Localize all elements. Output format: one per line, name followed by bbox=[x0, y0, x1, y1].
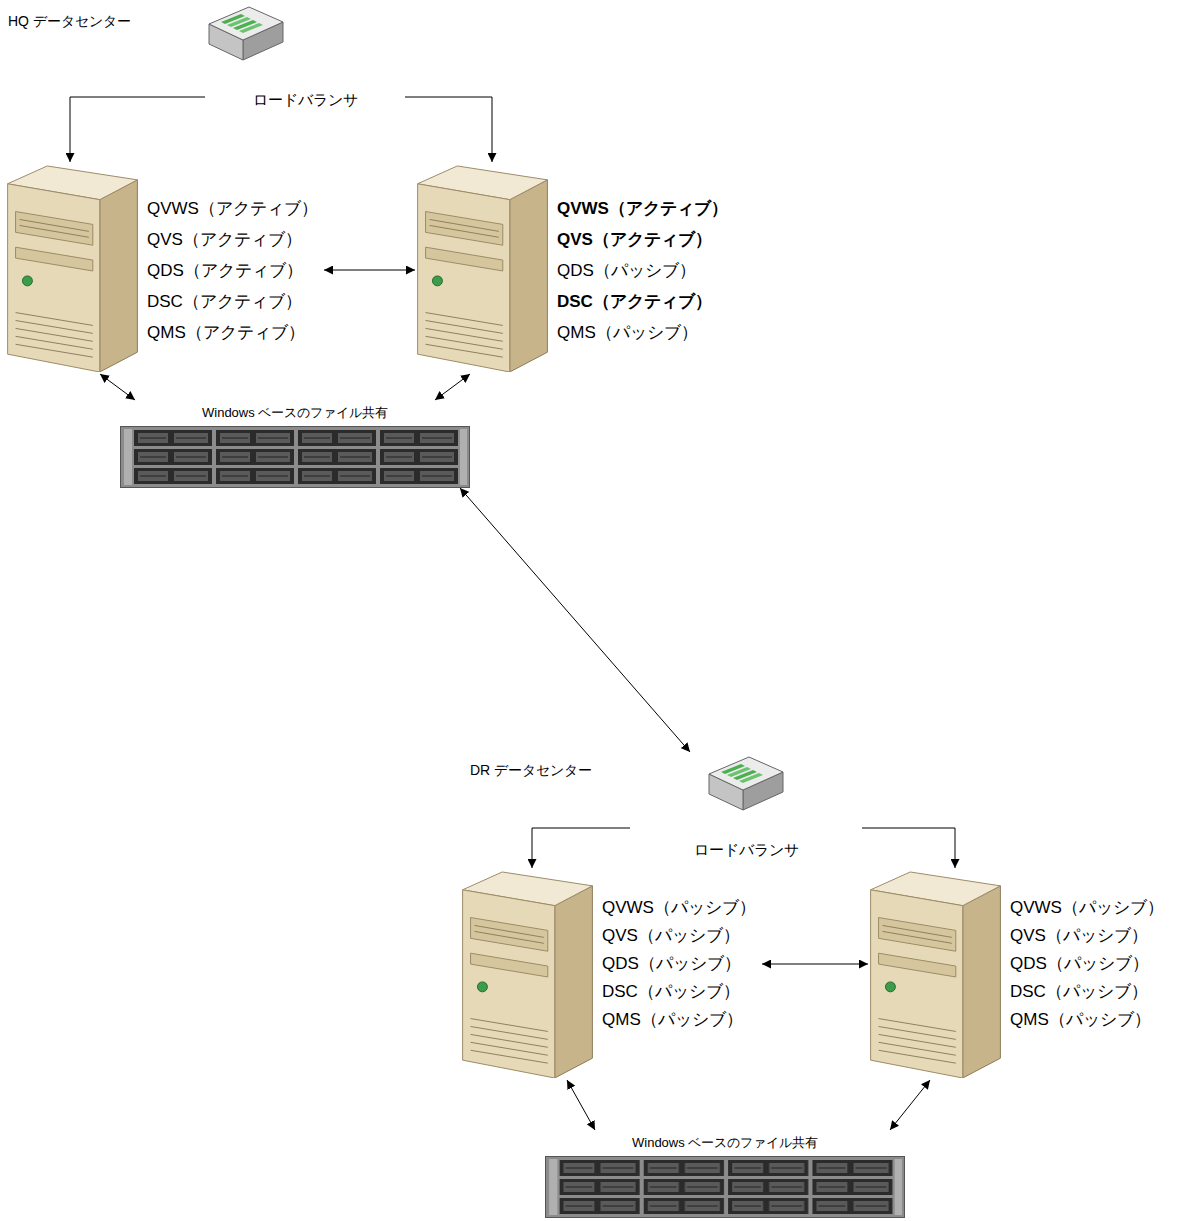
service-status: QDS（パッシブ） bbox=[602, 950, 756, 978]
service-status: QVWS（パッシブ） bbox=[602, 894, 756, 922]
connector bbox=[324, 270, 415, 271]
service-status: QVS（アクティブ） bbox=[557, 224, 728, 255]
site-label: HQ データセンター bbox=[8, 13, 131, 31]
service-status: QVS（パッシブ） bbox=[602, 922, 756, 950]
connector bbox=[762, 964, 868, 965]
service-status: QDS（パッシブ） bbox=[1010, 950, 1164, 978]
server: QVWS（パッシブ）QVS（パッシブ）QDS（パッシブ）DSC（パッシブ）QMS… bbox=[868, 868, 1170, 1080]
service-status: DSC（アクティブ） bbox=[147, 286, 318, 317]
load-balancer: ロードバランサ bbox=[205, 2, 405, 117]
server: QVWS（アクティブ）QVS（アクティブ）QDS（パッシブ）DSC（アクティブ）… bbox=[415, 162, 734, 374]
site-label: DR データセンター bbox=[470, 762, 592, 780]
file-share: Windows ベースのファイル共有 bbox=[545, 1130, 905, 1218]
service-status: QMS（パッシブ） bbox=[1010, 1006, 1164, 1034]
service-status: DSC（パッシブ） bbox=[602, 978, 756, 1006]
load-balancer: ロードバランサ bbox=[630, 752, 862, 867]
server: QVWS（パッシブ）QVS（パッシブ）QDS（パッシブ）DSC（パッシブ）QMS… bbox=[460, 868, 762, 1080]
connector bbox=[890, 1080, 930, 1130]
connector bbox=[405, 97, 492, 162]
connector bbox=[460, 488, 690, 752]
service-status: QVWS（パッシブ） bbox=[1010, 894, 1164, 922]
service-status: DSC（アクティブ） bbox=[557, 286, 728, 317]
server-icon bbox=[5, 164, 140, 372]
server-icon bbox=[868, 870, 1003, 1078]
node-label: ロードバランサ bbox=[694, 840, 799, 860]
node-label: Windows ベースのファイル共有 bbox=[632, 1134, 818, 1152]
service-status: QVWS（アクティブ） bbox=[147, 193, 318, 224]
service-status: QVS（アクティブ） bbox=[147, 224, 318, 255]
connector bbox=[862, 828, 955, 868]
connector bbox=[435, 374, 470, 400]
storage-icon bbox=[545, 1156, 905, 1218]
service-status: QVS（パッシブ） bbox=[1010, 922, 1164, 950]
service-status: DSC（パッシブ） bbox=[1010, 978, 1164, 1006]
node-label: ロードバランサ bbox=[253, 90, 358, 110]
server-icon bbox=[415, 164, 550, 372]
server-icon bbox=[460, 870, 595, 1078]
connector bbox=[70, 97, 205, 162]
connector bbox=[100, 374, 135, 400]
service-status: QDS（アクティブ） bbox=[147, 255, 318, 286]
service-status: QMS（アクティブ） bbox=[147, 317, 318, 348]
load-balancer-icon bbox=[205, 2, 285, 64]
node-label: Windows ベースのファイル共有 bbox=[202, 404, 388, 422]
storage-icon bbox=[120, 426, 470, 488]
load-balancer-icon bbox=[705, 752, 785, 814]
connector bbox=[532, 828, 630, 868]
service-status: QMS（パッシブ） bbox=[602, 1006, 756, 1034]
connector bbox=[567, 1080, 595, 1130]
file-share: Windows ベースのファイル共有 bbox=[120, 400, 470, 488]
service-status: QVWS（アクティブ） bbox=[557, 193, 728, 224]
service-status: QDS（パッシブ） bbox=[557, 255, 728, 286]
server: QVWS（アクティブ）QVS（アクティブ）QDS（アクティブ）DSC（アクティブ… bbox=[5, 162, 324, 374]
service-status: QMS（パッシブ） bbox=[557, 317, 728, 348]
